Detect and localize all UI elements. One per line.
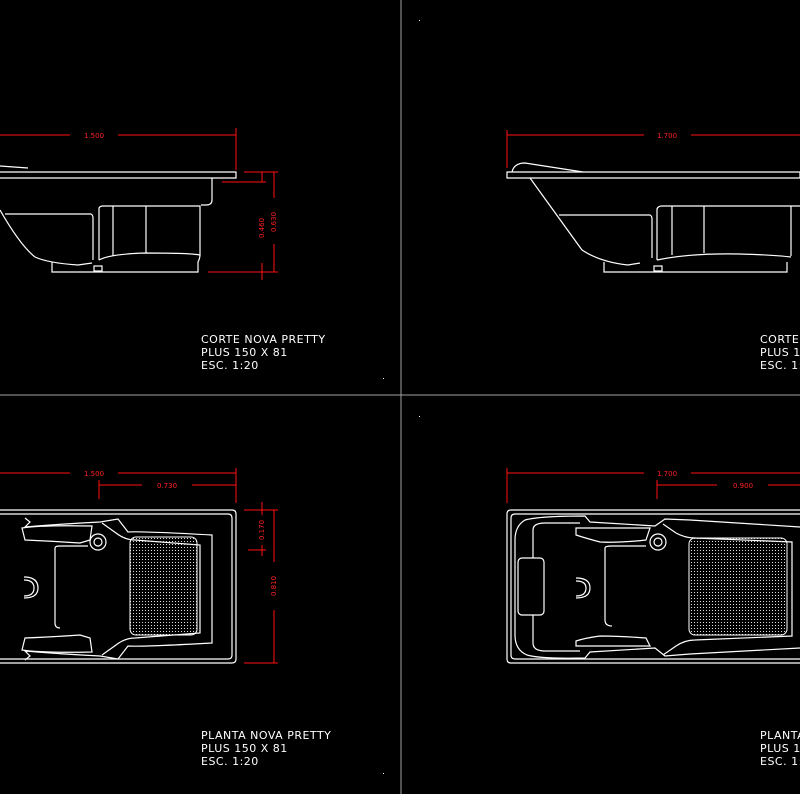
textured-floor-area xyxy=(688,537,788,636)
title-block: CORTE PLUS 1 ESC. 1: xyxy=(760,333,800,372)
label-text: 0.900 xyxy=(733,482,753,490)
label-text: 0.730 xyxy=(157,482,177,490)
label-text: 0.460 xyxy=(258,218,266,238)
dimension-partial: 0.730 xyxy=(98,480,236,499)
label-text: PLANTA xyxy=(760,729,800,742)
label-text: PLUS 1 xyxy=(760,742,800,755)
point-marker xyxy=(419,20,420,21)
label-text: 0.810 xyxy=(270,576,278,596)
label-text: 1.500 xyxy=(84,470,104,478)
viewport-plan-170[interactable]: 1.700 0.900 PLANTA PLUS 1 ESC. 1: xyxy=(419,416,800,768)
dimension-length: 1.500 xyxy=(0,128,237,170)
bathtub-section-drawing xyxy=(506,162,800,273)
label-text: 0.630 xyxy=(270,212,278,232)
label-text: ESC. 1: xyxy=(760,359,800,372)
label-text: 1.500 xyxy=(84,132,104,140)
dimension-heights: 0.460 0.630 xyxy=(208,171,278,280)
point-marker xyxy=(383,773,384,774)
bathtub-plan-drawing xyxy=(0,509,237,664)
label-text: PLUS 150 X 81 xyxy=(201,742,288,755)
label-text: PLANTA NOVA PRETTY xyxy=(201,729,331,742)
label-text: ESC. 1:20 xyxy=(201,755,259,768)
dimension-partial: 0.900 xyxy=(656,480,800,499)
label-text: PLUS 1 xyxy=(760,346,800,359)
label-text: CORTE NOVA PRETTY xyxy=(201,333,326,346)
dimension-length: 1.700 xyxy=(506,130,800,168)
point-marker xyxy=(383,378,384,379)
bathtub-section-drawing xyxy=(0,165,237,273)
label-text: PLUS 150 X 81 xyxy=(201,346,288,359)
point-marker xyxy=(419,416,420,417)
title-block: PLANTA PLUS 1 ESC. 1: xyxy=(760,729,800,768)
title-block: CORTE NOVA PRETTY PLUS 150 X 81 ESC. 1:2… xyxy=(201,333,326,372)
label-text: ESC. 1:20 xyxy=(201,359,259,372)
label-text: 1.700 xyxy=(657,470,677,478)
viewport-plan-150[interactable]: 1.500 0.730 0.170 0.810 PLANTA NOVA PRET… xyxy=(0,468,384,774)
label-text: CORTE xyxy=(760,333,799,346)
textured-floor-area xyxy=(129,536,198,636)
label-text: ESC. 1: xyxy=(760,755,800,768)
label-text: 0.170 xyxy=(258,520,266,540)
viewport-section-150[interactable]: 1.500 0.460 0.630 CORTE NOVA PRETTY PLUS… xyxy=(0,128,384,379)
bathtub-plan-drawing xyxy=(506,509,800,664)
label-text: 1.700 xyxy=(657,132,677,140)
dimension-length: 1.700 xyxy=(506,468,800,503)
title-block: PLANTA NOVA PRETTY PLUS 150 X 81 ESC. 1:… xyxy=(201,729,331,768)
viewport-section-170[interactable]: 1.700 CORTE PLUS 1 ESC. 1: xyxy=(419,20,800,372)
dimension-widths: 0.170 0.810 xyxy=(244,502,278,664)
